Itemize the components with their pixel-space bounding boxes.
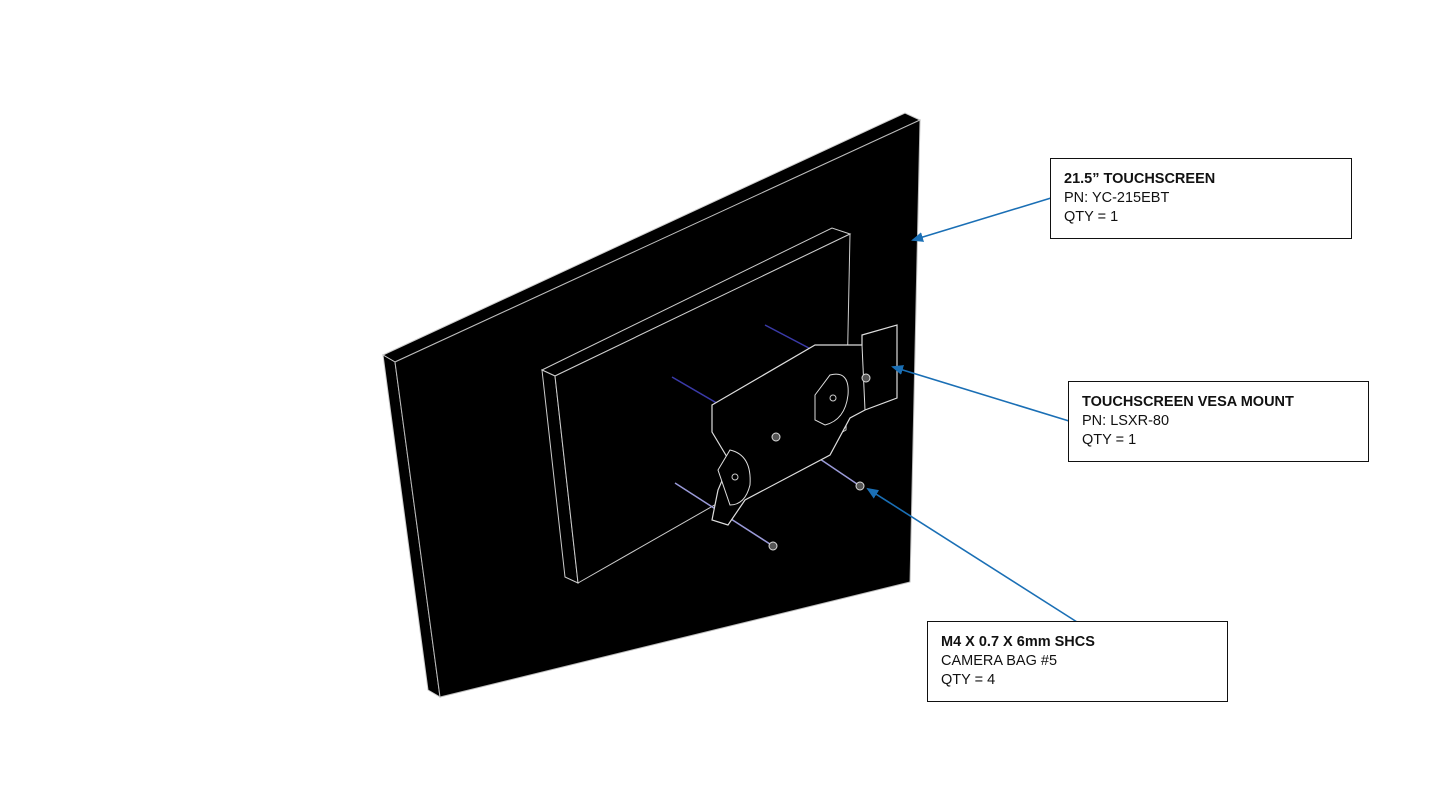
callout-quantity: QTY = 1	[1082, 432, 1137, 448]
arrow-vesa-mount	[891, 365, 1070, 422]
callout-location: CAMERA BAG #5	[941, 653, 1058, 669]
screw	[771, 432, 781, 442]
callout-vesa-mount: TOUCHSCREEN VESA MOUNT PN: LSXR-80 QTY =…	[1068, 381, 1369, 462]
arrow-screws	[866, 487, 1078, 623]
screw	[855, 481, 865, 491]
callout-part-number: PN: LSXR-80	[1082, 413, 1170, 429]
screw	[861, 373, 871, 383]
callout-title: M4 X 0.7 X 6mm SHCS	[941, 634, 1095, 650]
screw	[768, 541, 778, 551]
callout-title: 21.5” TOUCHSCREEN	[1064, 171, 1216, 187]
touchscreen-housing	[540, 227, 852, 584]
vesa-mount-bracket	[711, 324, 898, 526]
arrow-touchscreen	[911, 197, 1052, 242]
leader-arrows	[866, 197, 1078, 623]
callout-quantity: QTY = 1	[1064, 209, 1119, 225]
callout-part-number: PN: YC-215EBT	[1064, 190, 1170, 206]
screws	[768, 373, 871, 551]
callout-touchscreen: 21.5” TOUCHSCREEN PN: YC-215EBT QTY = 1	[1050, 158, 1352, 239]
callout-title: TOUCHSCREEN VESA MOUNT	[1082, 394, 1294, 410]
callout-screws: M4 X 0.7 X 6mm SHCS CAMERA BAG #5 QTY = …	[927, 621, 1228, 702]
callout-quantity: QTY = 4	[941, 672, 996, 688]
